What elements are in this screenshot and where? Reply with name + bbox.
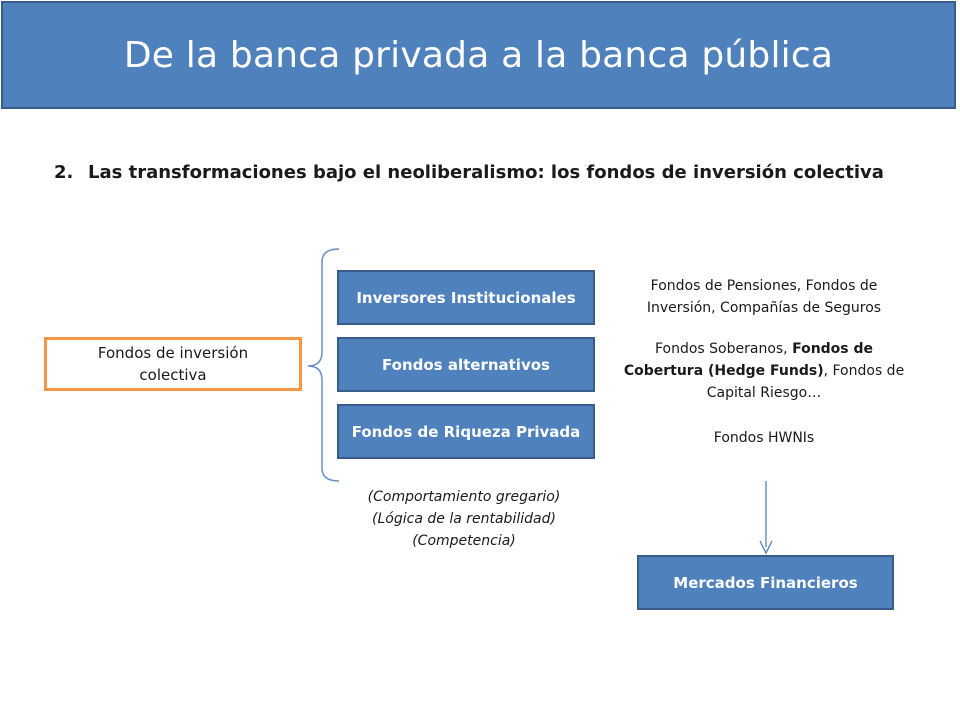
description-alternative: Fondos Soberanos, Fondos de Cobertura (H… <box>618 338 910 404</box>
section-text: Las transformaciones bajo el neoliberali… <box>88 162 884 183</box>
root-box: Fondos de inversión colectiva <box>44 337 302 391</box>
root-box-label: Fondos de inversión colectiva <box>97 344 249 384</box>
title-bar: De la banca privada a la banca pública <box>1 1 956 109</box>
category-box-institutional: Inversores Institucionales <box>337 270 595 325</box>
brace <box>307 248 340 482</box>
behavior-note: (Lógica de la rentabilidad) <box>372 511 556 527</box>
category-label: Fondos alternativos <box>382 355 550 374</box>
description-bold-text: Fondos de Cobertura (Hedge Funds) <box>623 341 874 379</box>
description-text: Fondos Soberanos, <box>654 341 793 357</box>
behavior-note: (Comportamiento gregario) <box>367 489 561 505</box>
category-label: Inversores Institucionales <box>356 288 576 307</box>
category-box-private-wealth: Fondos de Riqueza Privada <box>337 404 595 459</box>
behavior-notes: (Comportamiento gregario) (Lógica de la … <box>334 486 594 552</box>
flow-arrow-head <box>759 540 773 555</box>
page-title: De la banca privada a la banca pública <box>123 34 834 76</box>
description-text: , Fondos de Capital Riesgo… <box>706 363 905 401</box>
target-box-label: Mercados Financieros <box>673 573 858 592</box>
target-box-financial-markets: Mercados Financieros <box>637 555 894 610</box>
category-label: Fondos de Riqueza Privada <box>351 422 581 441</box>
description-private-wealth: Fondos HWNIs <box>713 430 815 446</box>
section-number: 2. <box>54 162 74 183</box>
section-heading: 2. Las transformaciones bajo el neolibera… <box>54 162 934 183</box>
behavior-note: (Competencia) <box>412 533 516 549</box>
description-institutional: Fondos de Pensiones, Fondos de Inversión… <box>646 278 882 316</box>
category-box-alternative: Fondos alternativos <box>337 337 595 392</box>
